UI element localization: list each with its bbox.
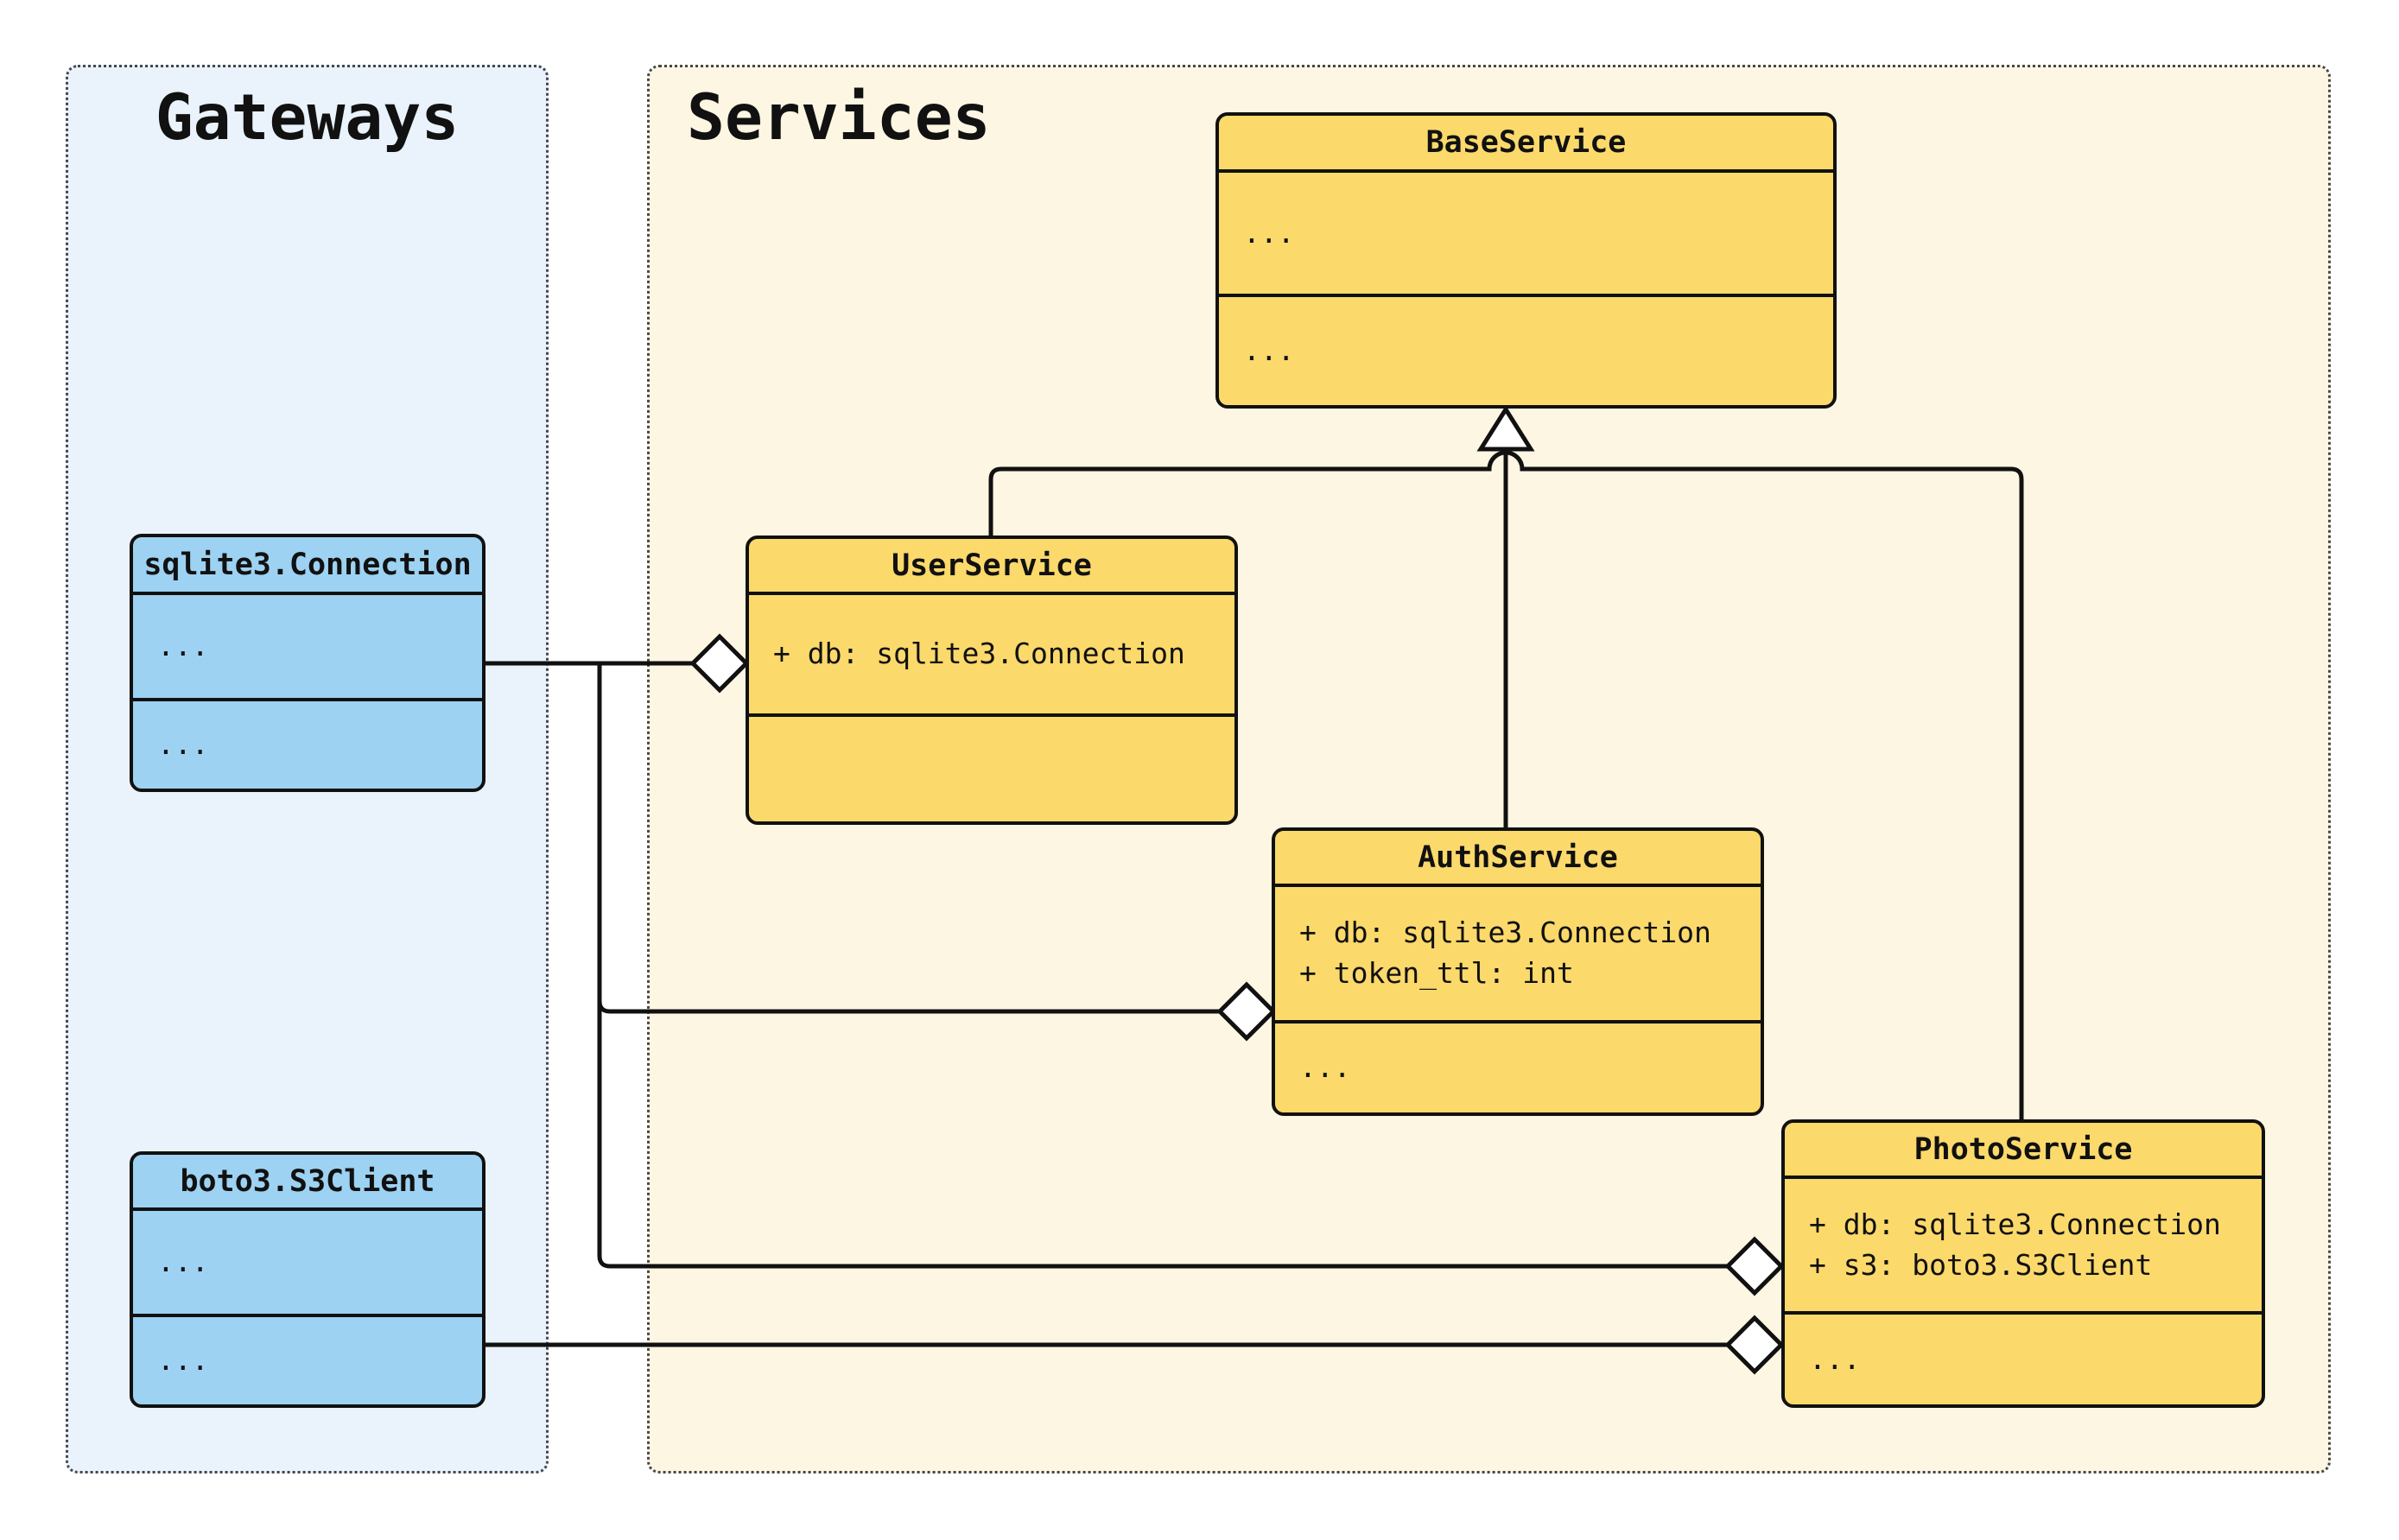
class-title: UserService <box>749 539 1234 595</box>
class-attributes: + db: sqlite3.Connection <box>749 595 1234 717</box>
attribute-line: + db: sqlite3.Connection <box>1299 916 1711 950</box>
class-methods: ... <box>1275 1023 1761 1112</box>
method-line: ... <box>1299 1050 1351 1085</box>
method-line: ... <box>1243 333 1295 368</box>
class-box-boto3-s3client: boto3.S3Client ... ... <box>130 1151 486 1408</box>
method-line: ... <box>157 1343 209 1378</box>
class-methods: ... <box>1785 1315 2262 1404</box>
class-title: boto3.S3Client <box>133 1155 482 1211</box>
class-title: sqlite3.Connection <box>133 537 482 595</box>
class-attributes: ... <box>133 595 482 701</box>
attribute-line: ... <box>157 629 209 663</box>
services-panel-title: Services <box>687 81 991 155</box>
attribute-line: + db: sqlite3.Connection <box>773 637 1185 671</box>
attribute-line: ... <box>1243 215 1295 250</box>
gateways-panel-title: Gateways <box>155 81 460 155</box>
aggregation-edge-photo-db <box>597 663 1729 1269</box>
inheritance-triangle-icon <box>1476 405 1535 452</box>
class-methods: ... <box>1219 297 1833 405</box>
attribute-line: ... <box>157 1245 209 1279</box>
class-attributes: ... <box>1219 173 1833 297</box>
class-box-sqlite3-connection: sqlite3.Connection ... ... <box>130 534 486 792</box>
class-methods <box>749 717 1234 821</box>
method-line: ... <box>157 727 209 762</box>
class-title: BaseService <box>1219 116 1833 173</box>
class-box-authservice: AuthService + db: sqlite3.Connection + t… <box>1272 827 1764 1116</box>
inheritance-edge-userservice-photoservice <box>988 450 2024 1121</box>
class-attributes: + db: sqlite3.Connection + token_ttl: in… <box>1275 887 1761 1023</box>
aggregation-diamond-icon-photo-db <box>1724 1236 1785 1296</box>
class-box-baseservice: BaseService ... ... <box>1215 112 1837 409</box>
class-title: PhotoService <box>1785 1123 2262 1179</box>
method-line: ... <box>1809 1341 1861 1376</box>
attribute-line: + s3: boto3.S3Client <box>1809 1247 2153 1282</box>
class-attributes: + db: sqlite3.Connection + s3: boto3.S3C… <box>1785 1179 2262 1315</box>
aggregation-diamond-icon-user <box>689 633 750 694</box>
attribute-line: + token_ttl: int <box>1299 956 1574 990</box>
class-box-userservice: UserService + db: sqlite3.Connection <box>746 536 1238 825</box>
attribute-line: + db: sqlite3.Connection <box>1809 1207 2221 1241</box>
class-attributes: ... <box>133 1211 482 1317</box>
class-title: AuthService <box>1275 831 1761 887</box>
aggregation-diamond-icon-auth <box>1216 981 1277 1042</box>
class-methods: ... <box>133 701 482 789</box>
class-box-photoservice: PhotoService + db: sqlite3.Connection + … <box>1781 1119 2265 1408</box>
class-methods: ... <box>133 1317 482 1404</box>
aggregation-diamond-icon-photo-s3 <box>1724 1315 1785 1375</box>
